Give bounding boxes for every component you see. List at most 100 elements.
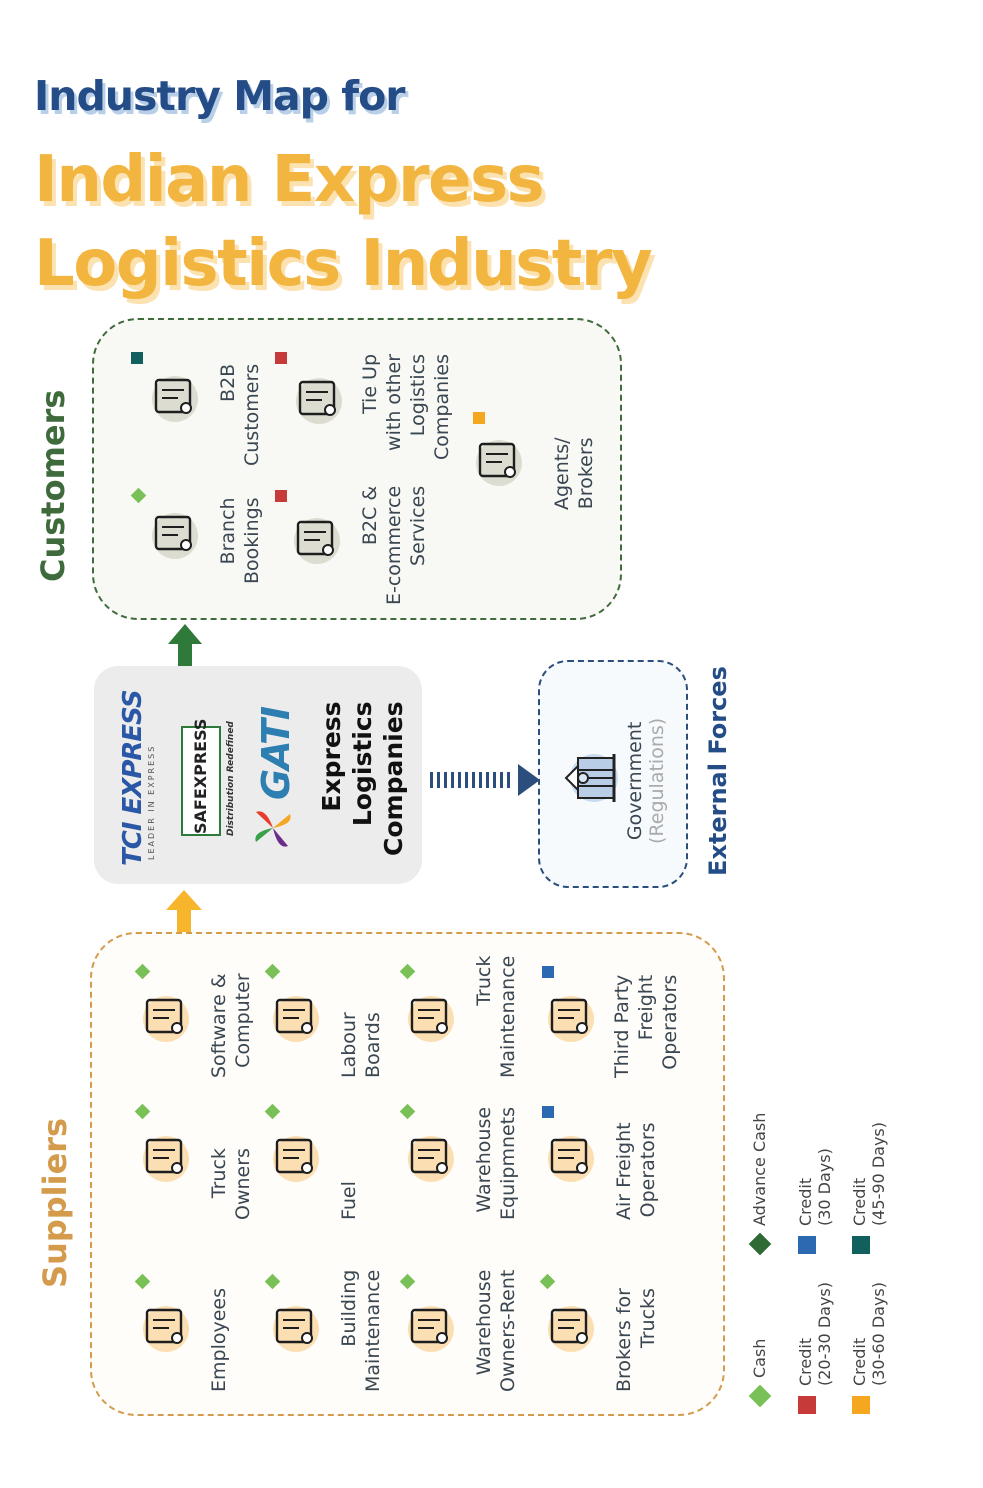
supplier-item-label-line: Software & [208, 973, 230, 1078]
supplier-item-label-line: Operators [659, 974, 681, 1070]
supplier-item-label-line: Boards [362, 1012, 384, 1078]
arrow-up-to-customers-icon [168, 624, 202, 666]
supplier-item-label-line: Truck [473, 955, 495, 1006]
supplier-item-label-line: Labour [338, 1012, 360, 1078]
forklift-icon [542, 988, 598, 1044]
door-package-icon [288, 510, 344, 566]
supplier-item-label-line: Equipmnets [497, 1106, 519, 1220]
employee-icon [137, 1298, 193, 1354]
agent-headset-icon [470, 432, 526, 488]
title-line-1: Industry Map for [34, 72, 406, 120]
tci-express-tagline: LEADER IN EXPRESS [147, 744, 156, 860]
legend-credit-30-swatch [798, 1236, 816, 1254]
handshake-icon [290, 370, 346, 426]
supplier-item-label-line: Owners [232, 1148, 254, 1220]
credit-20-30-payment-marker [275, 490, 287, 502]
customer-item-label-line: Logistics [407, 353, 429, 437]
credit-45-90-payment-marker [131, 352, 143, 364]
express-companies-label-line: Companies [379, 701, 408, 856]
legend-credit-30-60-label: Credit(30-60 Days) [850, 1282, 888, 1386]
government-building-icon [564, 754, 618, 802]
legend-label-line: Credit [796, 1177, 815, 1226]
arrow-up-from-suppliers-icon [166, 890, 202, 932]
truck-icon [137, 1128, 193, 1184]
customers-box [92, 318, 622, 620]
express-companies-box [94, 666, 422, 884]
legend-label-line: (30-60 Days) [869, 1282, 888, 1386]
customer-item-label-line: B2B [217, 363, 239, 402]
legend-cash-swatch [748, 1384, 772, 1408]
legend-credit-20-30-swatch [798, 1396, 816, 1414]
airplane-icon [542, 1128, 598, 1184]
arrow-to-government-icon [430, 764, 540, 796]
government-sub-label: (Regulations) [646, 717, 668, 844]
customer-item-label-line: with other [383, 353, 405, 451]
customer-item-label-line: Agents/ [551, 437, 573, 510]
broker-truck-icon [542, 1298, 598, 1354]
legend-label-line: Cash [750, 1338, 769, 1378]
legend-credit-45-90-swatch [852, 1236, 870, 1254]
supplier-item-label-line: Building [338, 1269, 360, 1347]
computer-icon [137, 988, 193, 1044]
legend-label-line: Credit [850, 1177, 869, 1226]
customer-item-label-line: Customers [241, 363, 263, 466]
legend-credit-30-label: Credit(30 Days) [796, 1148, 834, 1226]
external-forces-label: External Forces [704, 666, 732, 876]
government-label: Government (Regulations) [624, 718, 668, 844]
supplier-item-label-line: Maintenance [362, 1269, 384, 1392]
branch-desk-icon [146, 505, 202, 561]
credit-20-30-payment-marker [275, 352, 287, 364]
supplier-item-label-line: Fuel [338, 1181, 360, 1220]
customer-item-label-line: Companies [431, 353, 453, 460]
conveyor-icon [402, 1128, 458, 1184]
customer-item-label-line: Services [407, 485, 429, 566]
customer-item-label-line: E-commerce [383, 485, 405, 605]
supplier-item-label-line: Operators [637, 1122, 659, 1218]
customers-section-label: Customers [34, 389, 72, 582]
title-line-2: Indian Express Logistics Industry [34, 138, 653, 306]
supplier-item-label-line: Warehouse [473, 1269, 495, 1376]
suppliers-box [90, 932, 725, 1416]
supplier-item-label-line: Computer [232, 973, 254, 1068]
legend-credit-20-30-label: Credit(20-30 Days) [796, 1282, 834, 1386]
legend-cash-label: Cash [750, 1339, 769, 1378]
legend-label-line: Advance Cash [750, 1112, 769, 1226]
labour-icon [267, 988, 323, 1044]
title-line-3-text: Logistics Industry [34, 227, 653, 301]
supplier-item-label-line: Freight [635, 974, 657, 1041]
supplier-item-label-line: Trucks [637, 1288, 659, 1349]
credit-30-payment-marker [542, 966, 554, 978]
legend-label-line: Credit [796, 1337, 815, 1386]
hammer-house-icon [267, 1298, 323, 1354]
government-label-text: Government [624, 721, 646, 841]
legend-advance-cash-swatch [748, 1232, 772, 1256]
fuel-can-icon [267, 1128, 323, 1184]
credit-30-payment-marker [542, 1106, 554, 1118]
supplier-item-label-line: Warehouse [473, 1106, 495, 1213]
tci-express-logo: TCI EXPRESS [118, 690, 148, 866]
customer-item-label-line: Brokers [575, 437, 597, 510]
legend-label-line: Credit [850, 1337, 869, 1386]
customer-item-label-line: Tie Up [359, 353, 381, 414]
legend-label-line: (30 Days) [815, 1148, 834, 1226]
supplier-item-label: Fuel [337, 1181, 361, 1220]
legend-advance-cash-label: Advance Cash [750, 1113, 769, 1226]
gati-logo-icon [255, 811, 291, 847]
safexpress-tagline: Distribution Redefined [226, 721, 236, 836]
legend-credit-30-60-swatch [852, 1396, 870, 1414]
supplier-item-label-line: Maintenance [497, 955, 519, 1078]
express-companies-label: Express Logistics Companies [316, 701, 409, 856]
express-companies-label-line: Express [317, 701, 346, 812]
customer-item-label-line: Branch [217, 497, 239, 565]
